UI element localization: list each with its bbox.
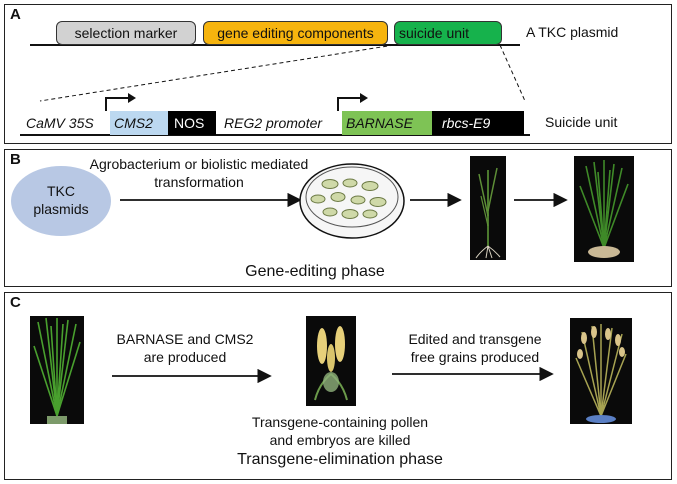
panel-c-label: C: [10, 294, 21, 311]
panel-a: [4, 4, 672, 144]
cms2-segment: CMS2: [110, 111, 168, 135]
produced-text-line2: are produced: [143, 349, 227, 365]
nos-segment: NOS: [168, 111, 216, 135]
panel-c: [4, 292, 672, 480]
edited-text-line2: free grains produced: [410, 349, 540, 365]
gene-editing-components-box: gene editing components: [203, 21, 388, 45]
killed-text-line1: Transgene-containing pollen: [251, 414, 429, 430]
flower-photo: [306, 316, 356, 406]
killed-text-line2: and embryos are killed: [269, 432, 411, 448]
plasmids-label: plasmids: [33, 201, 89, 217]
edited-text-line1: Edited and transgene: [408, 331, 542, 347]
suicide-unit-label: Suicide unit: [545, 114, 618, 130]
flowering-plant-photo: [30, 316, 84, 424]
reg2-promoter-segment: REG2 promoter: [224, 115, 323, 131]
suicide-unit-box: suicide unit: [394, 21, 502, 45]
seedling-photo: [470, 156, 506, 260]
rice-plant-photo: [574, 156, 634, 262]
camv35s-segment: CaMV 35S: [26, 115, 94, 131]
produced-text-line1: BARNASE and CMS2: [116, 331, 254, 347]
tkc-plasmid-label: A TKC plasmid: [526, 24, 619, 40]
transformation-text-line2: transformation: [154, 174, 244, 190]
transgene-elimination-phase-label: Transgene-elimination phase: [237, 451, 443, 468]
panel-b: [4, 149, 672, 287]
mature-plant-photo: [570, 318, 632, 424]
gene-editing-phase-label: Gene-editing phase: [245, 263, 385, 280]
panel-a-label: A: [10, 6, 21, 23]
tkc-plasmids-ellipse: [11, 166, 111, 236]
transformation-text-line1: Agrobacterium or biolistic mediated: [89, 156, 309, 172]
barnase-segment: BARNASE: [342, 111, 432, 135]
tkc-label: TKC: [47, 183, 75, 199]
rbcs-e9-segment: rbcs-E9: [432, 111, 524, 135]
panel-b-label: B: [10, 151, 21, 168]
selection-marker-box: selection marker: [56, 21, 196, 45]
